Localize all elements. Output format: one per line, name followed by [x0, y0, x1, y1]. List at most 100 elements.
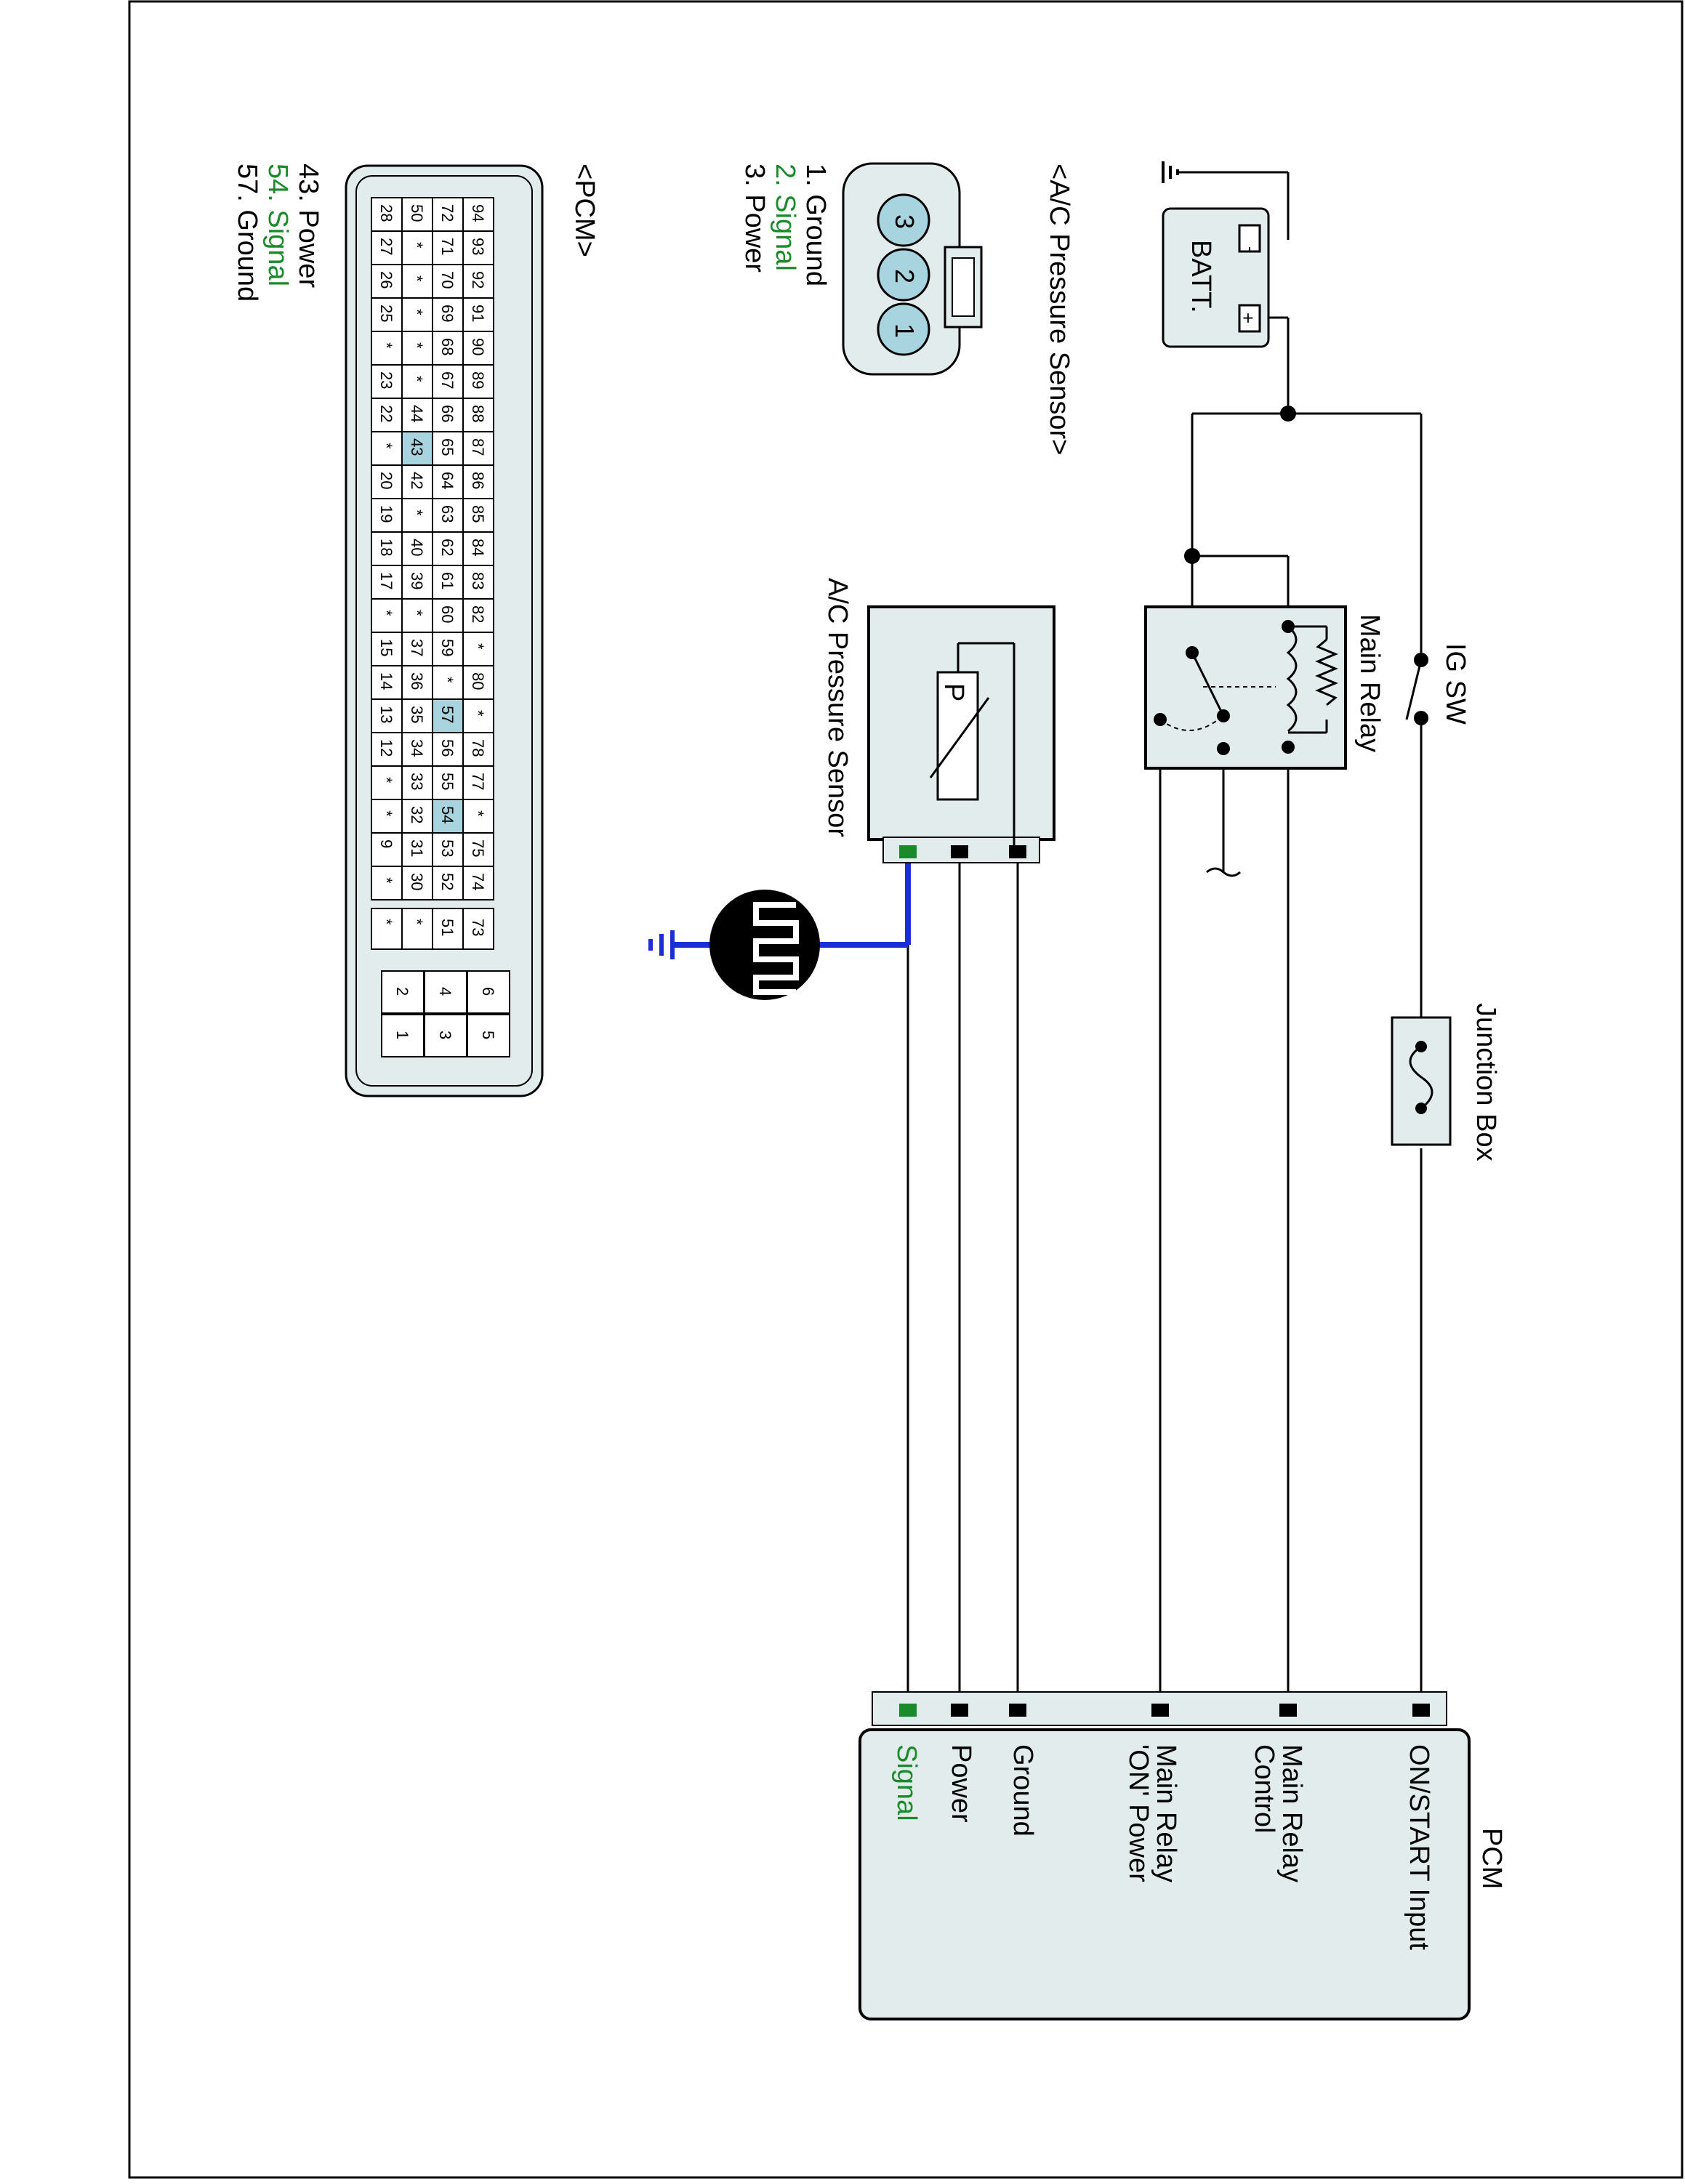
- pcm-pin-label: *: [377, 877, 395, 884]
- pcm-label: PCM: [1476, 1828, 1507, 1889]
- pcm-pin-label: 35: [408, 706, 426, 723]
- pcm-pin-label: *: [408, 342, 426, 349]
- pcm-pin-cell: [371, 264, 403, 299]
- pcm-pin-label: 66: [438, 405, 457, 422]
- pcm-legend-power: 43. Power: [293, 164, 323, 288]
- pcm-pin-cell: [371, 832, 403, 867]
- ignition-switch: IG SW: [1405, 643, 1471, 725]
- pcm-pin-cell: [432, 364, 464, 399]
- pcm-pin-label: 93: [469, 238, 487, 255]
- pcm-pin-cell: [371, 598, 403, 633]
- pcm-pin-cell: [371, 398, 403, 432]
- pcm-pin-label: 63: [438, 505, 457, 523]
- pcm-pin-label: *: [469, 643, 487, 650]
- pcm-pin-label: 86: [469, 472, 487, 489]
- sensor-pin-1-label: 1: [890, 323, 920, 338]
- pcm-pin-cell: [371, 866, 403, 900]
- sensor-label: A/C Pressure Sensor: [822, 578, 853, 837]
- pcm-small-label: 4: [436, 987, 454, 996]
- pcm-terminal-label: Main Relay: [1151, 1744, 1181, 1882]
- pcm-pin-cell: [462, 464, 494, 499]
- battery-label: BATT.: [1186, 240, 1216, 313]
- pcm-small-cell: [424, 1014, 467, 1057]
- pcm-pin-cell: [371, 698, 403, 733]
- pcm-pin-label: 26: [377, 271, 395, 289]
- pcm-pin-label: 43: [408, 438, 426, 456]
- pcm-small-cell: [381, 1014, 425, 1057]
- sensor-pin-3-label: 3: [890, 214, 920, 229]
- pcm-pin-label: 71: [438, 238, 457, 255]
- wire-end-squiggle: [1206, 867, 1242, 877]
- pcm-pin-label: 84: [469, 539, 487, 556]
- pcm-pin-cell: [432, 832, 464, 867]
- pcm-pin-label: 90: [469, 338, 487, 355]
- pcm-pin-label: 94: [469, 204, 487, 222]
- pcm-pin-label: *: [377, 610, 395, 616]
- pcm-terminal-label: Ground: [1008, 1744, 1038, 1837]
- pcm-pin-cell: [432, 565, 464, 600]
- pcm-side-label: 51: [438, 919, 457, 936]
- pcm-pin-label: *: [469, 810, 487, 817]
- sensor-pin-power: [1009, 845, 1026, 858]
- junction-box-label: Junction Box: [1471, 1003, 1501, 1161]
- svg-text:-: -: [1240, 246, 1262, 253]
- pcm-pin-cell: [401, 431, 433, 466]
- pcm-pin-cell: [401, 765, 433, 800]
- pcm-pin-label: 23: [377, 371, 395, 389]
- sensor-connector-pins: 1 2 3: [877, 193, 930, 356]
- pcm-pin-cell: [432, 331, 464, 366]
- pcm-small-cell: [467, 1014, 510, 1057]
- pcm-pin-label: 50: [408, 204, 426, 222]
- pcm-side-cell: [371, 908, 403, 950]
- pcm-pin-label: 34: [408, 739, 426, 757]
- pcm-terminal-label: Signal: [891, 1744, 922, 1821]
- pcm-pin-label: 59: [438, 639, 457, 656]
- wires: [906, 171, 1423, 1712]
- pcm-small-label: 1: [393, 1031, 411, 1039]
- pcm-pin-label: 25: [377, 305, 395, 322]
- sensor-legend-signal: 2. Signal: [770, 164, 800, 271]
- pcm-pin-cell: [371, 464, 403, 499]
- pcm-terminal-label: 'ON' Power: [1123, 1744, 1154, 1882]
- pcm-terminal-label: Control: [1249, 1744, 1279, 1834]
- pcm-pin-label: 30: [408, 873, 426, 890]
- sensor-legend-ground: 1. Ground: [800, 164, 831, 286]
- pcm-pin-label: 55: [438, 773, 457, 790]
- pcm-small-cell: [381, 970, 425, 1014]
- pcm-pin-cell: [371, 632, 403, 666]
- pcm-pin-cell: [401, 632, 433, 666]
- shield-ground-icon: [648, 930, 675, 959]
- pcm-terminal-label: Power: [946, 1744, 976, 1823]
- pcm-small-label: 6: [479, 987, 497, 996]
- pcm-pin-cell: [371, 297, 403, 332]
- pcm-pin-label: 53: [438, 839, 457, 857]
- pcm-terminal-label: ON/START Input: [1404, 1744, 1434, 1950]
- pcm-side-cell: [462, 908, 494, 950]
- pcm-pin-label: *: [377, 810, 395, 817]
- pcm-pin-label: 17: [377, 572, 395, 589]
- pcm-pin-cell: [432, 498, 464, 533]
- pcm-pin-label: 64: [438, 472, 457, 489]
- pcm-pin-label: 19: [377, 505, 395, 523]
- pcm-pin-cell: [462, 565, 494, 600]
- pcm-pin-label: 85: [469, 505, 487, 523]
- main-relay: Main Relay: [1144, 605, 1385, 770]
- pcm-pin-label: 28: [377, 204, 395, 222]
- pcm-pin-label: 75: [469, 839, 487, 857]
- pcm-pin-cell: [401, 464, 433, 499]
- pcm-pin-label: 52: [438, 873, 457, 890]
- pcm-pin-label: 37: [408, 639, 426, 656]
- pcm-pin-cell: [432, 197, 464, 232]
- pcm-pin-label: 61: [438, 572, 457, 589]
- pcm-pin-label: *: [408, 610, 426, 616]
- sensor-connector-title: <A/C Pressure Sensor>: [1044, 164, 1074, 455]
- pcm-pin-cell: [462, 632, 494, 666]
- junction-dots: [1184, 406, 1296, 564]
- pcm-pin-label: 39: [408, 572, 426, 589]
- pcm-pin-label: 65: [438, 438, 457, 456]
- page-frame: [128, 0, 1684, 2179]
- pcm-pin-cell: [371, 431, 403, 466]
- pcm-pin-cell: [432, 598, 464, 633]
- pcm-pin-label: *: [438, 677, 457, 683]
